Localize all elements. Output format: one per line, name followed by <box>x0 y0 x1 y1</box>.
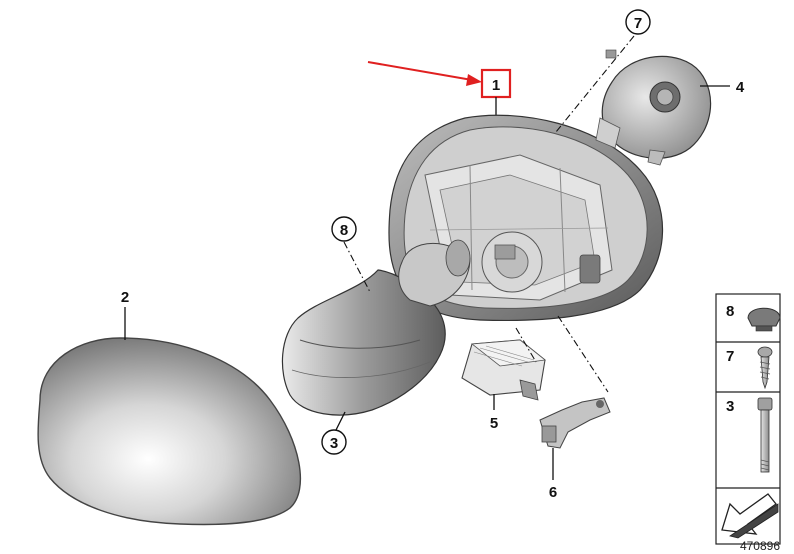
callout-4[interactable]: 4 <box>736 79 745 96</box>
callout-8-circle <box>331 216 357 242</box>
long-bolt-icon <box>757 397 773 473</box>
legend-item-7-number: 7 <box>726 348 734 365</box>
mirror-base-arm <box>281 239 471 416</box>
legend-item-7[interactable]: 7 <box>726 346 773 390</box>
holder-bracket <box>539 397 611 449</box>
self-tapping-screw-icon <box>757 346 773 390</box>
callout-8[interactable]: 8 <box>340 222 348 239</box>
callout-1[interactable]: 1 <box>492 77 500 94</box>
plug-cap-icon <box>747 307 781 332</box>
mirror-cap <box>37 337 302 526</box>
callout-3-circle <box>321 429 347 455</box>
callout-5[interactable]: 5 <box>490 415 498 432</box>
mirror-glass <box>595 49 712 166</box>
parts-legend: 8 7 3 <box>715 293 781 545</box>
legend-item-3-number: 3 <box>726 398 734 415</box>
legend-item-8-number: 8 <box>726 303 734 320</box>
reference-number: 470896 <box>740 539 780 553</box>
callout-7[interactable]: 7 <box>634 15 642 32</box>
callout-7-circle <box>625 9 651 35</box>
callout-2[interactable]: 2 <box>121 289 129 306</box>
highlight-arrow <box>367 61 482 86</box>
leader-lines <box>124 35 730 480</box>
control-module <box>461 339 546 401</box>
legend-item-3[interactable]: 3 <box>726 397 773 473</box>
callout-6[interactable]: 6 <box>549 484 557 501</box>
callout-3[interactable]: 3 <box>330 435 338 452</box>
legend-item-8[interactable]: 8 <box>726 303 781 332</box>
installation-arrow-icon <box>721 493 779 539</box>
